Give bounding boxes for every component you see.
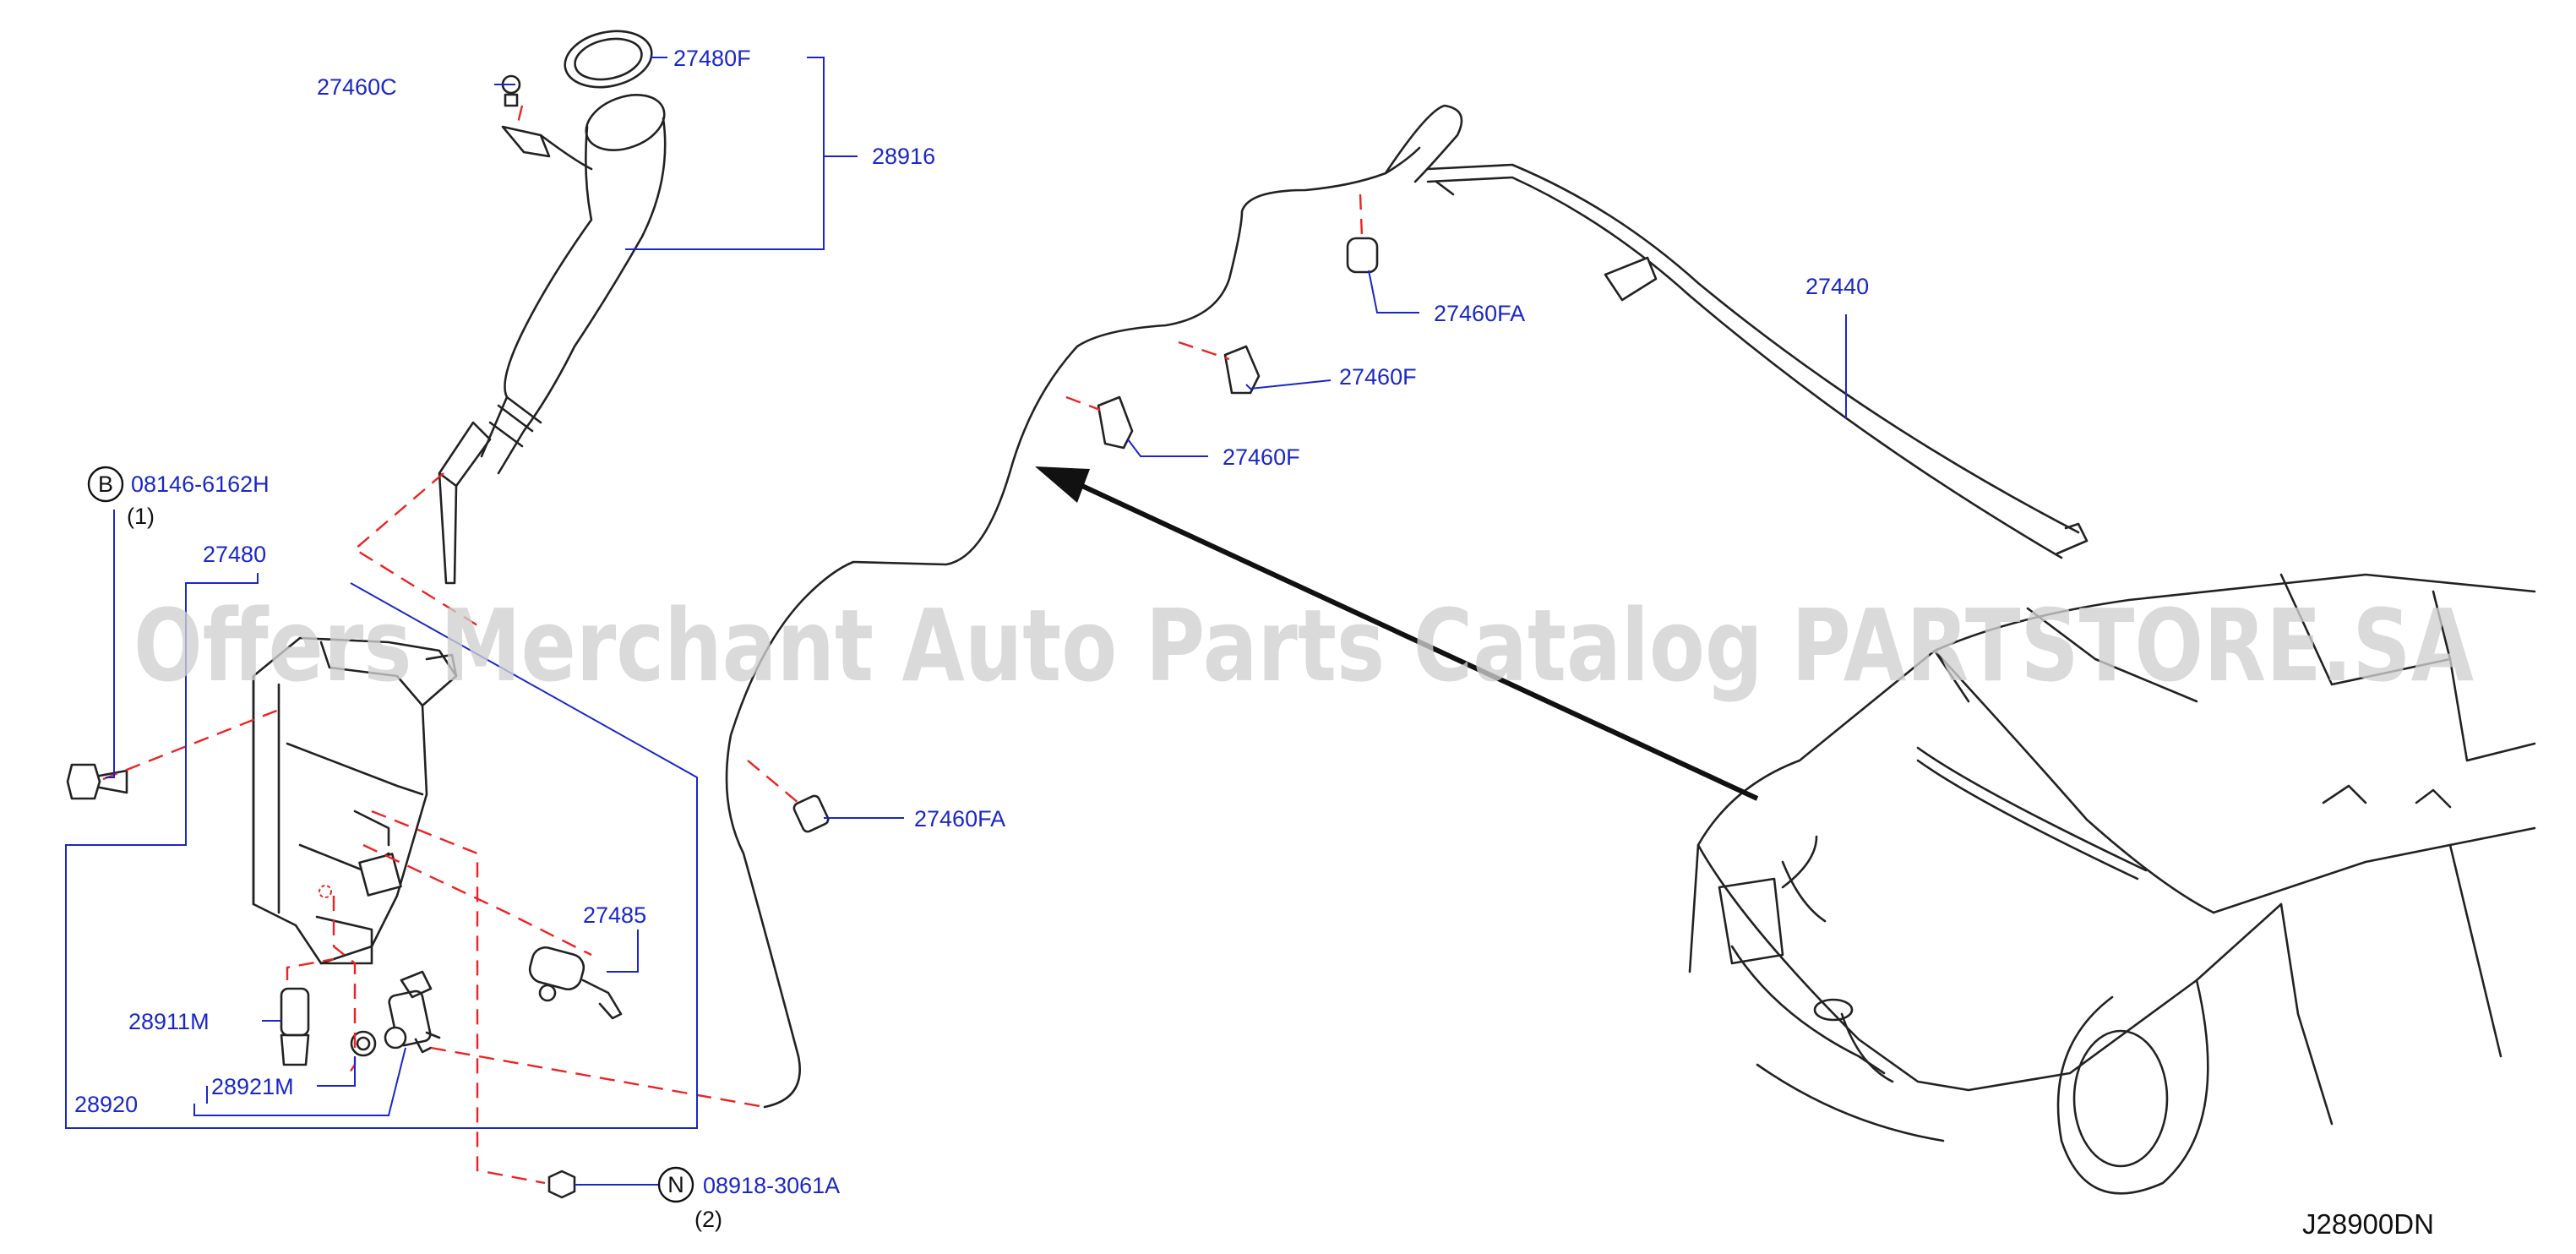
label-27460F-a[interactable]: 27460F bbox=[1339, 364, 1417, 390]
label-28911M[interactable]: 28911M bbox=[128, 1009, 210, 1034]
washer-motor-part bbox=[528, 946, 623, 1020]
washer-hose bbox=[725, 146, 1421, 1109]
label-27460FA-bottom[interactable]: 27460FA bbox=[914, 806, 1005, 831]
grommet-part bbox=[280, 987, 310, 1066]
filler-cap bbox=[564, 30, 653, 89]
arrow-head-icon bbox=[1035, 466, 1090, 503]
quantity-2: (2) bbox=[694, 1207, 722, 1232]
seal-part bbox=[350, 1030, 377, 1057]
assembly-lines bbox=[102, 105, 1364, 1185]
label-27480F[interactable]: 27480F bbox=[673, 46, 751, 71]
label-28920[interactable]: 28920 bbox=[74, 1092, 138, 1117]
washer-tank-part bbox=[252, 636, 458, 965]
filler-bracket bbox=[501, 125, 551, 158]
label-28921M[interactable]: 28921M bbox=[211, 1074, 294, 1099]
nut-part bbox=[547, 1169, 576, 1199]
car-illustration bbox=[1688, 573, 2536, 1195]
label-27480[interactable]: 27480 bbox=[203, 542, 266, 567]
label-27460FA-top[interactable]: 27460FA bbox=[1434, 301, 1525, 326]
hose-assembly-part bbox=[1426, 163, 2089, 559]
quantity-1: (1) bbox=[127, 504, 155, 529]
watermark-text: Offers Merchant Auto Parts Catalog PARTS… bbox=[133, 587, 2474, 704]
clip-27460FA-bottom bbox=[792, 794, 830, 833]
diagram-reference-code: J28900DN bbox=[2302, 1208, 2434, 1240]
leader-lines bbox=[65, 57, 1847, 1186]
label-27460F-b[interactable]: 27460F bbox=[1223, 444, 1300, 470]
washer-pump-part bbox=[384, 970, 441, 1054]
callout-n-marker: N bbox=[657, 1166, 694, 1203]
filler-neck-part bbox=[438, 30, 667, 585]
label-27460C[interactable]: 27460C bbox=[317, 74, 397, 100]
clip-27460F-a bbox=[1223, 345, 1261, 395]
clip-27460FA-top bbox=[1346, 237, 1379, 274]
callout-b-marker: B bbox=[87, 466, 124, 503]
label-08918-3061A[interactable]: 08918-3061A bbox=[703, 1173, 840, 1198]
clip-27460F-b bbox=[1097, 395, 1134, 450]
bolt-part bbox=[66, 763, 128, 800]
label-08146-6162H[interactable]: 08146-6162H bbox=[131, 472, 270, 497]
direction-arrow bbox=[1071, 479, 1759, 801]
label-27440[interactable]: 27440 bbox=[1805, 274, 1869, 299]
callout-n-text: N bbox=[667, 1172, 684, 1197]
callout-b-text: B bbox=[98, 472, 113, 497]
label-27485[interactable]: 27485 bbox=[583, 902, 646, 928]
label-28916[interactable]: 28916 bbox=[872, 144, 935, 169]
